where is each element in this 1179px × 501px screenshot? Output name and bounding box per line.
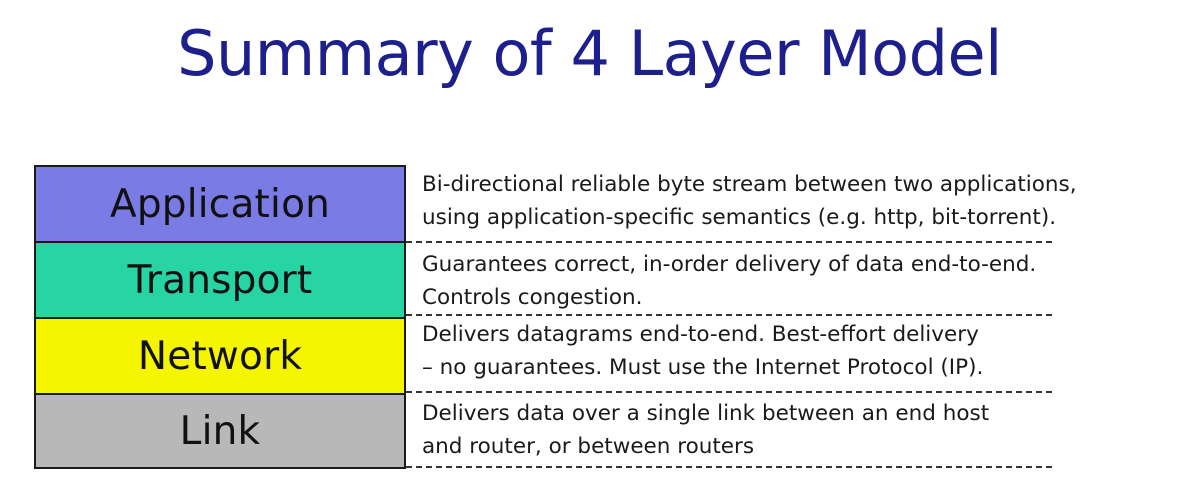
separator-line: [406, 466, 1052, 468]
description-line: Bi-directional reliable byte stream betw…: [422, 172, 1077, 197]
layer-label-link: Link: [179, 408, 261, 454]
layer-label-transport: Transport: [127, 257, 313, 303]
layer-label-application: Application: [109, 181, 331, 227]
description-line: and router, or between routers: [422, 434, 755, 459]
layer-box-link: Link: [34, 393, 406, 469]
layer-label-network: Network: [137, 333, 303, 379]
layer-description-link: Delivers data over a single link between…: [422, 397, 1162, 463]
description-line: using application-specific semantics (e.…: [422, 205, 1057, 230]
description-line: Delivers datagrams end-to-end. Best-effo…: [422, 322, 979, 347]
layer-box-application: Application: [34, 165, 406, 243]
layer-box-network: Network: [34, 317, 406, 395]
separator-line: [406, 314, 1052, 316]
description-line: Controls congestion.: [422, 285, 643, 310]
separator-line: [406, 241, 1052, 243]
description-line: – no guarantees. Must use the Internet P…: [422, 355, 984, 380]
layer-description-application: Bi-directional reliable byte stream betw…: [422, 168, 1162, 234]
layer-description-transport: Guarantees correct, in-order delivery of…: [422, 248, 1162, 314]
separator-line: [406, 391, 1052, 393]
slide-title: Summary of 4 Layer Model: [177, 17, 1002, 90]
layer-box-transport: Transport: [34, 241, 406, 319]
description-line: Delivers data over a single link between…: [422, 401, 990, 426]
description-line: Guarantees correct, in-order delivery of…: [422, 252, 1037, 277]
layer-description-network: Delivers datagrams end-to-end. Best-effo…: [422, 318, 1162, 384]
